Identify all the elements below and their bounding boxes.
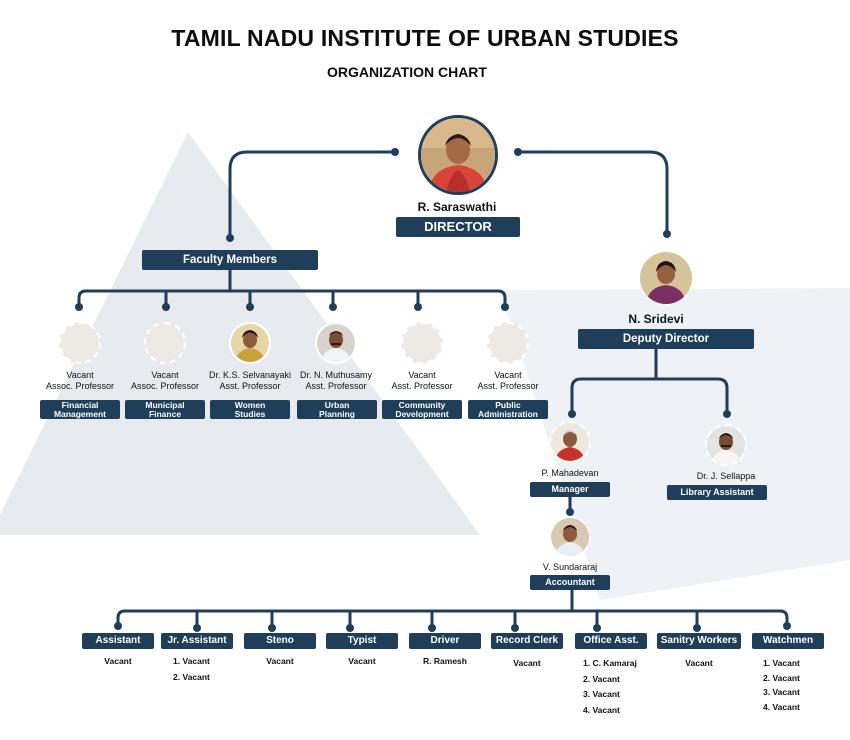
staff-names: R. Ramesh — [409, 654, 481, 670]
accountant-photo — [549, 516, 591, 558]
staff-name: 3. Vacant — [583, 689, 620, 699]
accountant-name: V. Sundararaj — [542, 562, 598, 572]
director-name: R. Saraswathi — [417, 200, 497, 214]
faculty-designation: Asst. Professor — [219, 381, 281, 391]
faculty-photo-placeholder — [487, 322, 529, 364]
staff-role-badge: Assistant — [82, 633, 154, 649]
faculty-designation: Asst. Professor — [391, 381, 453, 391]
faculty-photo-placeholder — [59, 322, 101, 364]
faculty-name: Dr. K.S. Selvanayaki — [208, 370, 292, 380]
page-title: TAMIL NADU INSTITUTE OF URBAN STUDIES — [171, 25, 679, 51]
staff-names: Vacant — [657, 656, 741, 672]
director-photo — [418, 115, 498, 195]
staff-role-badge: Office Asst. — [575, 633, 647, 649]
staff-name: R. Ramesh — [423, 656, 467, 666]
faculty-designation: Asst. Professor — [305, 381, 367, 391]
staff-name: 3. Vacant — [763, 687, 800, 697]
staff-name: 1. Vacant — [173, 656, 210, 666]
staff-role-badge: Record Clerk — [491, 633, 563, 649]
faculty-photo-placeholder — [144, 322, 186, 364]
faculty-designation: Assoc. Professor — [130, 381, 200, 391]
faculty-members-badge: Faculty Members — [142, 250, 318, 270]
deputy-photo — [638, 250, 694, 306]
staff-name: Vacant — [104, 656, 132, 666]
staff-name: 4. Vacant — [583, 704, 620, 715]
staff-role-badge: Steno — [244, 633, 316, 649]
manager-role-badge: Manager — [530, 482, 610, 497]
manager-photo — [549, 421, 591, 463]
staff-names: Vacant — [82, 654, 154, 670]
faculty-name: Vacant — [408, 370, 436, 380]
faculty-name: Vacant — [494, 370, 522, 380]
staff-role-badge: Typist — [326, 633, 398, 649]
staff-names: 1. C. Kamaraj 2. Vacant 3. Vacant 4. Vacant — [583, 656, 637, 718]
faculty-name: Dr. N. Muthusamy — [299, 370, 373, 380]
staff-name: Vacant — [513, 658, 541, 668]
staff-name: 2. Vacant — [763, 672, 800, 683]
deputy-name: N. Sridevi — [628, 312, 684, 326]
staff-name: 4. Vacant — [763, 701, 800, 712]
staff-names: Vacant — [326, 654, 398, 670]
page-subtitle: ORGANIZATION CHART — [327, 64, 487, 80]
staff-name: 2. Vacant — [173, 671, 210, 682]
staff-names: Vacant — [491, 656, 563, 672]
deputy-role-badge: Deputy Director — [578, 329, 754, 349]
librarian-name: Dr. J. Sellappa — [696, 471, 756, 481]
staff-role-badge: Driver — [409, 633, 481, 649]
director-role-badge: DIRECTOR — [396, 217, 520, 237]
faculty-photo-placeholder — [401, 322, 443, 364]
librarian-role-badge: Library Assistant — [667, 485, 767, 500]
manager-name: P. Mahadevan — [541, 468, 599, 478]
staff-name: 2. Vacant — [583, 673, 620, 684]
staff-name: Vacant — [685, 658, 713, 668]
faculty-designation: Asst. Professor — [477, 381, 539, 391]
staff-names: 1. Vacant 2. Vacant 3. Vacant 4. Vacant — [763, 656, 800, 714]
faculty-designation: Assoc. Professor — [45, 381, 115, 391]
staff-name: Vacant — [266, 656, 294, 666]
faculty-photo — [315, 322, 357, 364]
librarian-photo — [705, 424, 747, 466]
faculty-name: Vacant — [66, 370, 94, 380]
background-shape-right — [500, 288, 850, 600]
faculty-photo — [229, 322, 271, 364]
staff-name: 1. C. Kamaraj — [583, 658, 637, 668]
staff-role-badge: Jr. Assistant — [161, 633, 233, 649]
accountant-role-badge: Accountant — [530, 575, 610, 590]
staff-name: Vacant — [348, 656, 376, 666]
staff-role-badge: Sanitry Workers — [657, 633, 741, 649]
staff-names: Vacant — [244, 654, 316, 670]
faculty-name: Vacant — [151, 370, 179, 380]
staff-role-badge: Watchmen — [752, 633, 824, 649]
staff-name: 1. Vacant — [763, 658, 800, 668]
staff-names: 1. Vacant 2. Vacant — [173, 654, 210, 685]
